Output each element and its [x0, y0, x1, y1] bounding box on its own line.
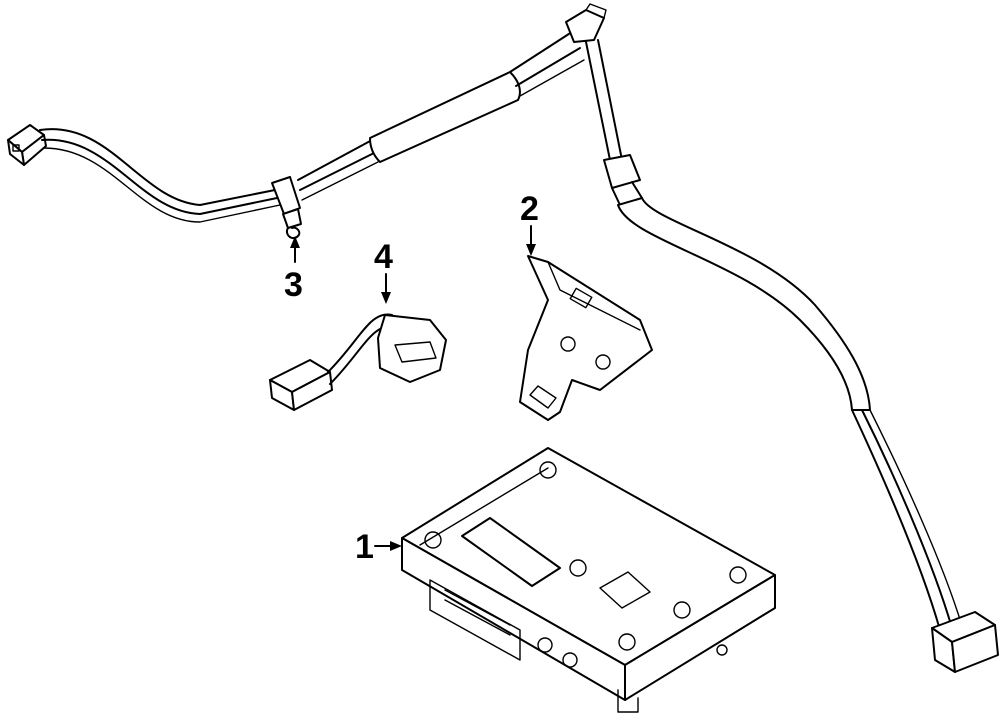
- harness-middle-clip: [603, 154, 643, 206]
- callout-2-label: 2: [520, 190, 539, 228]
- harness-bottom-connector: [931, 611, 999, 673]
- callout-4: 4: [374, 238, 393, 304]
- callout-1-label: 1: [355, 528, 374, 566]
- wire-harness: [7, 3, 999, 673]
- harness-upper-clip: [565, 3, 607, 43]
- harness-left-connector: [7, 124, 47, 166]
- callout-1: 1: [355, 528, 402, 566]
- telematics-module: [401, 447, 776, 713]
- callout-4-label: 4: [374, 238, 393, 276]
- callout-2: 2: [520, 190, 539, 256]
- mounting-bracket: [519, 255, 653, 421]
- pigtail-harness: [269, 313, 447, 411]
- callout-3: 3: [284, 236, 303, 304]
- callout-3-label: 3: [284, 266, 303, 304]
- harness-clip: [271, 176, 302, 240]
